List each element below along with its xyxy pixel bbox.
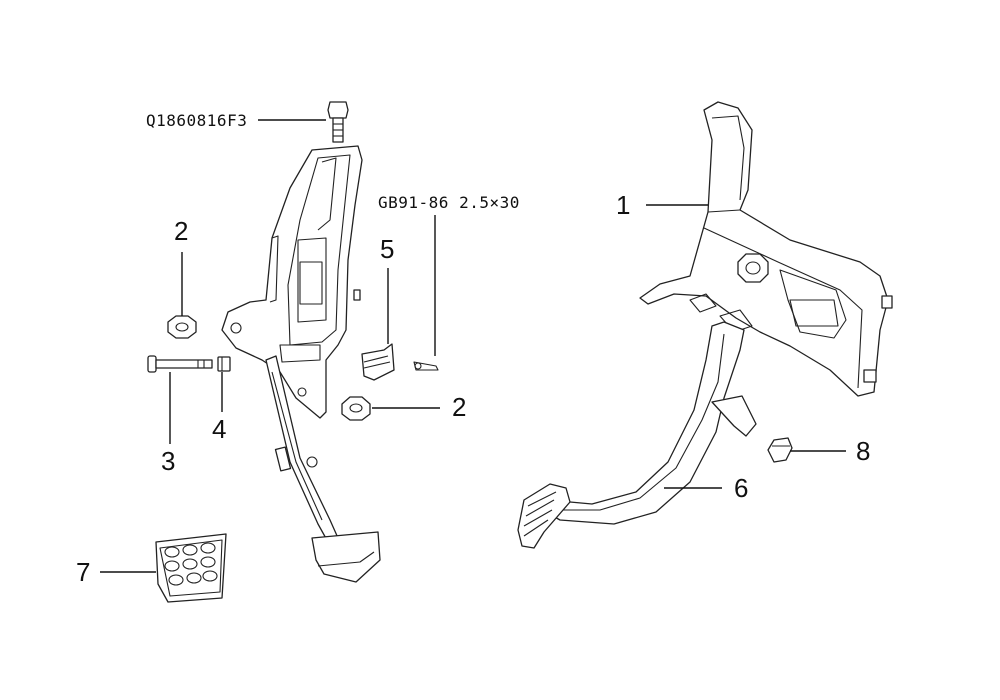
callout-2-lower: 2 [452,392,466,422]
nut-part-upper [167,315,197,339]
leader-lines [100,119,846,573]
clutch-pedal-arm-part [517,321,757,549]
pivot-bolt-part [147,355,213,373]
callout-2-upper: 2 [174,216,188,246]
brake-pedal-arm-part [265,355,381,583]
left-pedal-assembly [147,101,439,603]
top-bolt-part [327,101,349,143]
pad-grip-dots [164,542,218,586]
callout-8: 8 [856,436,870,466]
right-pedal-assembly [517,101,893,549]
callout-4: 4 [212,414,226,444]
mounting-bracket-part [639,101,893,397]
callout-labels: Q1860816F3 GB91-86 2.5×30 2 5 2 4 3 7 1 … [76,111,870,587]
pedal-pad-part [155,533,227,603]
bumper-stop-part [767,437,793,463]
clip-part [361,343,395,381]
callout-6: 6 [734,473,748,503]
part-number-bolt: Q1860816F3 [146,111,247,130]
callout-1: 1 [616,190,630,220]
pedal-bracket-part [221,145,363,419]
callout-5: 5 [380,234,394,264]
bushing-part [217,356,231,372]
nut-part-lower [341,396,371,421]
cotter-pin-part [413,361,439,371]
part-number-pin: GB91-86 2.5×30 [378,193,520,212]
callout-7: 7 [76,557,90,587]
callout-3: 3 [161,446,175,476]
